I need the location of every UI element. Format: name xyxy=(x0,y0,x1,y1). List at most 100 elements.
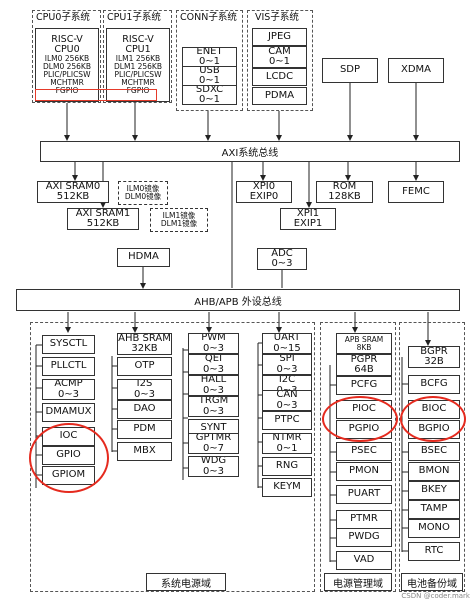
pwm-range: 0~3 xyxy=(202,342,225,354)
spi-block: SPI 0~3 xyxy=(262,354,312,375)
sysctl-block: SYSCTL xyxy=(42,335,95,354)
lcdc-label: LCDC xyxy=(265,70,294,82)
can-range: 0~3 xyxy=(276,399,298,411)
watermark: CSDN @coder.mark xyxy=(401,592,470,600)
cpu1-fgpio: FGPIO xyxy=(126,85,150,95)
spi-label: SPI xyxy=(279,354,295,364)
i2s-block: I2S 0~3 xyxy=(117,379,172,400)
apb-bus-label: AHB/APB 外设总线 xyxy=(194,296,282,308)
gptmr-block: GPTMR 0~7 xyxy=(188,433,239,454)
tamp-label: TAMP xyxy=(420,503,448,515)
ptpc-block: PTPC xyxy=(262,411,312,430)
rng-block: RNG xyxy=(262,457,312,476)
femc-block: FEMC xyxy=(388,181,444,203)
cpu0-name: CPU0 xyxy=(54,44,80,56)
bcfg-label: BCFG xyxy=(420,378,448,390)
psec-label: PSEC xyxy=(351,445,377,457)
vis-subsystem-group xyxy=(247,10,313,111)
usb-range: 0~1 xyxy=(198,75,221,86)
ptmr-block: PTMR xyxy=(336,510,392,529)
bsec-block: BSEC xyxy=(408,442,460,461)
i2s-range: 0~3 xyxy=(133,388,156,400)
synt-label: SYNT xyxy=(200,422,227,434)
sdp-label: SDP xyxy=(339,64,361,76)
enet-range: 0~1 xyxy=(198,56,221,67)
dmamux-label: DMAMUX xyxy=(45,406,92,418)
cpu0-dlm: DLM0 256KB xyxy=(43,62,91,72)
pgpr-size: 64B xyxy=(354,364,374,375)
ahb-sram-size: 32KB xyxy=(131,343,158,354)
keym-block: KEYM xyxy=(262,478,312,497)
conn-subsystem-group xyxy=(176,10,243,111)
rtc-label: RTC xyxy=(424,545,444,557)
otp-label: OTP xyxy=(134,360,155,372)
apb-sram-label: APB SRAM xyxy=(344,334,384,344)
pcfg-block: PCFG xyxy=(336,376,392,395)
hall-range: 0~3 xyxy=(202,384,225,396)
rtc-block: RTC xyxy=(408,542,460,561)
apb-sram-block: APB SRAM 8KB xyxy=(336,333,392,354)
bmon-block: BMON xyxy=(408,462,460,481)
rom-size: 128KB xyxy=(328,191,361,202)
qei-block: QEI 0~3 xyxy=(188,354,239,375)
femc-label: FEMC xyxy=(402,185,430,197)
hall-block: HALL 0~3 xyxy=(188,375,239,396)
cpu0-ilm: ILM0 256KB xyxy=(44,54,90,64)
exip0-label: EXIP0 xyxy=(249,191,279,202)
pwdg-label: PWDG xyxy=(348,531,380,543)
uart-label: UART xyxy=(273,333,301,343)
cpu0-subsystem-title: CPU0子系统 xyxy=(36,12,90,23)
vad-label: VAD xyxy=(353,554,375,566)
hdma-label: HDMA xyxy=(128,251,159,263)
i2c-range: 0~3 xyxy=(276,385,297,395)
usb-label: USB xyxy=(199,66,220,76)
axi-sram0-block: AXI SRAM0 512KB xyxy=(37,181,109,203)
adc-label: ADC xyxy=(271,248,293,259)
spi-range: 0~3 xyxy=(276,363,298,375)
conn-subsystem-title: CONN子系统 xyxy=(180,12,237,23)
pllctl-block: PLLCTL xyxy=(42,357,95,376)
system-domain-text: 系统电源域 xyxy=(161,578,211,590)
sdxc-range: 0~1 xyxy=(198,94,221,105)
bcfg-block: BCFG xyxy=(408,375,460,394)
cpu1-subsystem-title: CPU1子系统 xyxy=(107,12,161,23)
bgpr-size: 32B xyxy=(424,356,444,367)
gptmr-label: GPTMR xyxy=(195,433,232,443)
mono-block: MONO xyxy=(408,519,460,538)
vad-block: VAD xyxy=(336,551,392,570)
acmp-range: 0~3 xyxy=(57,388,80,400)
rom-label: ROM xyxy=(332,181,357,192)
cpu1-arch: RISC-V xyxy=(122,34,154,46)
xpi1-label: XPI1 xyxy=(296,208,320,219)
mbx-block: MBX xyxy=(117,442,172,461)
battery-backup-domain-label: 电池备份域 xyxy=(401,573,463,591)
can-block: CAN 0~3 xyxy=(262,390,312,411)
dmamux-block: DMAMUX xyxy=(42,403,95,422)
usb-block: USB 0~1 xyxy=(182,66,237,86)
jpeg-block: JPEG xyxy=(252,28,307,46)
pgpr-label: PGPR xyxy=(350,354,378,365)
cpu0-fgpio: FGPIO xyxy=(55,85,79,95)
cpu1-subsystem-group xyxy=(103,10,172,103)
dlm0-mirror-label: DLM0镜像 xyxy=(124,192,162,201)
bgpr-label: BGPR xyxy=(420,346,448,357)
acmp-label: ACMP xyxy=(54,379,83,389)
wdg-block: WDG 0~3 xyxy=(188,456,239,477)
gptmr-range: 0~7 xyxy=(202,442,225,454)
pmon-label: PMON xyxy=(348,465,379,477)
bkey-label: BKEY xyxy=(421,484,447,496)
hall-label: HALL xyxy=(200,375,227,385)
wdg-range: 0~3 xyxy=(202,465,225,477)
qei-range: 0~3 xyxy=(202,363,225,375)
enet-block: ENET 0~1 xyxy=(182,47,237,67)
ilm1-mirror-label: ILM1镜像 xyxy=(162,211,196,221)
sdxc-block: SDXC 0~1 xyxy=(182,85,237,105)
ntmr-range: 0~1 xyxy=(276,442,298,454)
ahb-sram-label: AHB SRAM xyxy=(118,333,171,344)
rng-label: RNG xyxy=(275,460,299,472)
cpu1-plic: PLIC/PLICSW xyxy=(114,70,162,80)
ahb-sram-block: AHB SRAM 32KB xyxy=(117,333,172,355)
pwm-block: PWM 0~3 xyxy=(188,333,239,354)
system-power-domain-label: 系统电源域 xyxy=(146,573,226,591)
